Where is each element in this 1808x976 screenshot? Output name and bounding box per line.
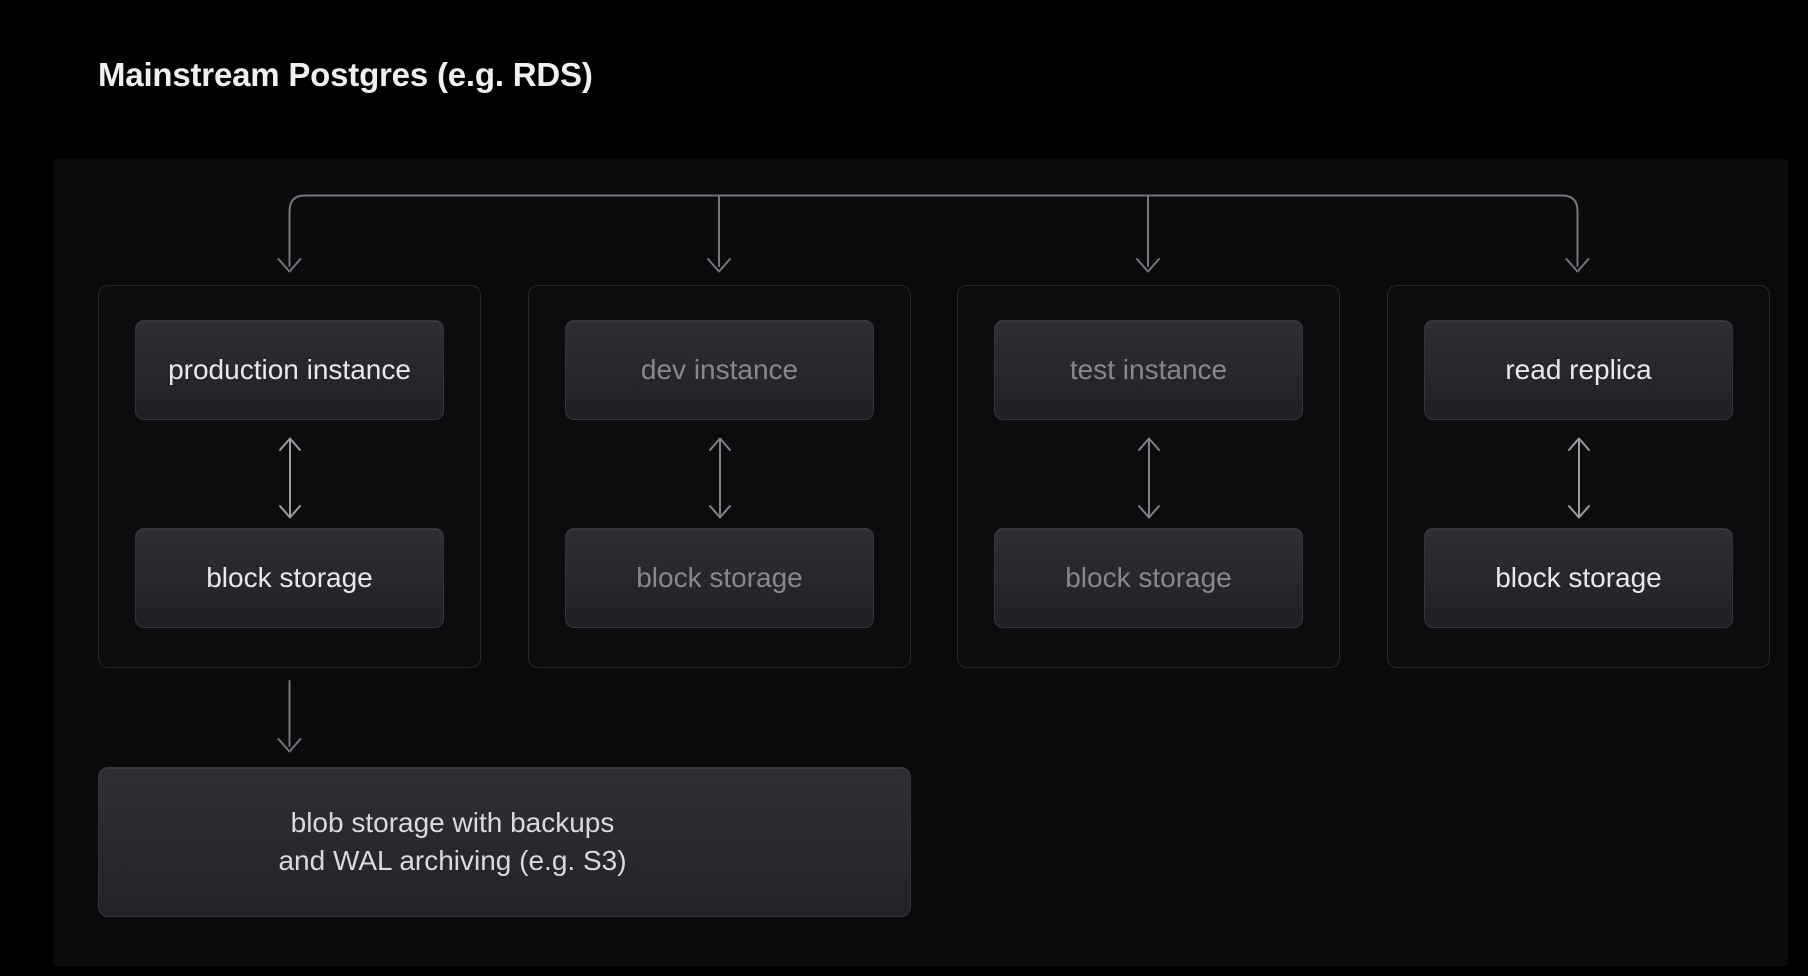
double-arrow-icon	[708, 437, 731, 519]
production-instance-label: production instance	[168, 354, 411, 385]
page-title: Mainstream Postgres (e.g. RDS)	[98, 56, 593, 93]
test-instance-label: test instance	[1069, 354, 1228, 385]
dev-block-storage-box: block storage	[565, 528, 874, 628]
double-arrow-icon	[1567, 437, 1590, 519]
block-storage-label: block storage	[636, 562, 803, 593]
double-arrow-icon	[278, 437, 301, 519]
block-storage-label: block storage	[206, 562, 373, 593]
blob-storage-box: blob storage with backups and WAL archiv…	[98, 767, 911, 917]
group-test: test instance block storage	[957, 285, 1340, 668]
block-storage-label: block storage	[1065, 562, 1232, 593]
test-block-storage-box: block storage	[994, 528, 1303, 628]
production-instance-box: production instance	[135, 320, 444, 420]
read-replica-box: read replica	[1424, 320, 1733, 420]
group-read-replica: read replica block storage	[1387, 285, 1770, 668]
read-replica-block-storage-box: block storage	[1424, 528, 1733, 628]
dev-instance-label: dev instance	[640, 354, 799, 385]
test-instance-box: test instance	[994, 320, 1303, 420]
production-block-storage-box: block storage	[135, 528, 444, 628]
double-arrow-icon	[1137, 437, 1160, 519]
group-dev: dev instance block storage	[528, 285, 911, 668]
group-production: production instance block storage	[98, 285, 481, 668]
blob-storage-label-line2: and WAL archiving (e.g. S3)	[278, 845, 627, 876]
blob-storage-label-line1: blob storage with backups	[290, 807, 615, 838]
read-replica-label: read replica	[1505, 354, 1652, 385]
dev-instance-box: dev instance	[565, 320, 874, 420]
block-storage-label: block storage	[1495, 562, 1662, 593]
